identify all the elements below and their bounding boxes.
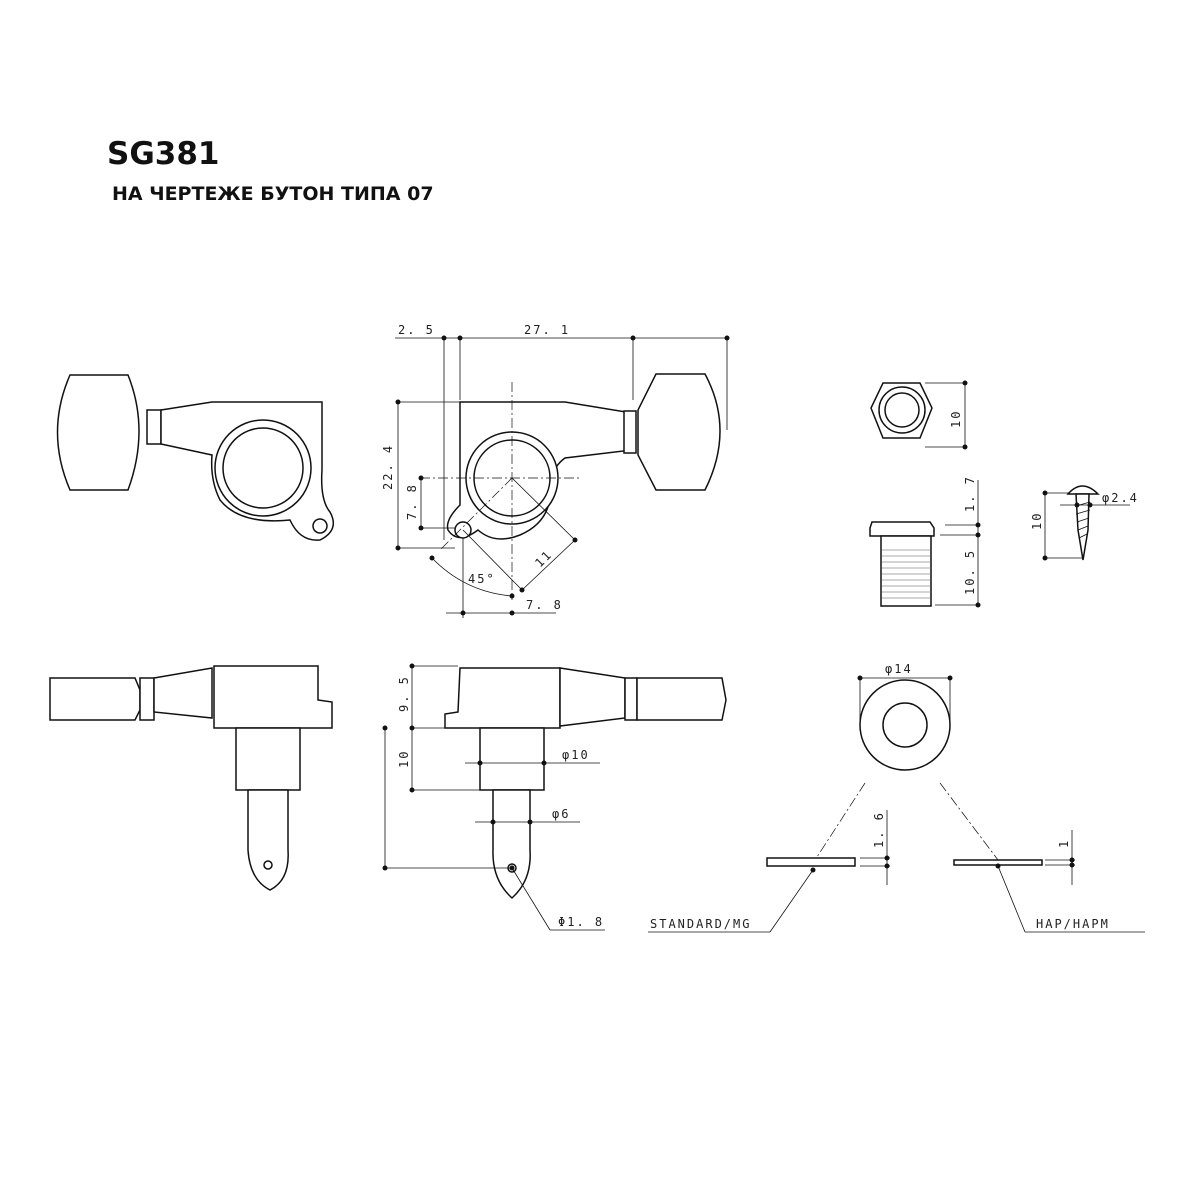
knob — [637, 373, 721, 491]
bushing: 10 1. 7 10. 5 — [869, 380, 981, 608]
dim-hole-dia: Φ1. 8 — [558, 915, 604, 929]
drawing-subtitle: НА ЧЕРТЕЖЕ БУТОН ТИПА 07 — [112, 183, 434, 205]
label-standard: STANDARD/MG — [650, 917, 751, 931]
dim-length: 27. 1 — [524, 323, 570, 337]
dim-screw-length: 10 — [1030, 512, 1044, 530]
tuner-front-view-left — [56, 374, 335, 541]
dim-thread: 10. 5 — [963, 549, 977, 595]
dim-top: 9. 5 — [397, 675, 411, 712]
dim-radius: 11 — [532, 547, 555, 570]
dim-height: 22. 4 — [381, 444, 395, 490]
dim-washer-outer: φ14 — [885, 662, 913, 676]
washer-standard-flat — [766, 857, 856, 867]
dim-hole-offset-v: 7. 8 — [405, 483, 419, 520]
tuner-side-view-left — [49, 665, 333, 891]
tuner-front-view-dimensioned: 2. 5 27. 1 22. 4 7. 8 11 45° 7. 8 — [381, 323, 730, 618]
dim-angle: 45° — [468, 572, 496, 586]
thickness-standard: 1. 6 — [872, 811, 886, 848]
dim-hex: 10 — [949, 410, 963, 428]
knob — [56, 374, 140, 491]
dim-flange: 1. 7 — [963, 475, 977, 512]
dim-offset: 2. 5 — [398, 323, 435, 337]
dim-hole-offset-h: 7. 8 — [526, 598, 563, 612]
washer: φ14 1. 6 1 STANDARD/MG HAP/HAPM — [648, 662, 1145, 933]
tuner-side-view-dimensioned: 9. 5 10 φ10 φ6 Φ1. 8 — [382, 663, 727, 931]
dim-post-dia: φ10 — [562, 748, 590, 762]
screw: 10 φ2.4 — [1030, 485, 1139, 561]
label-hap: HAP/HAPM — [1036, 917, 1110, 931]
thickness-hap: 1 — [1057, 839, 1071, 848]
dim-screw-diameter: φ2.4 — [1102, 491, 1139, 505]
dim-post: 10 — [397, 750, 411, 768]
model-title: SG381 — [107, 136, 220, 172]
dim-shaft-dia: φ6 — [552, 807, 570, 821]
